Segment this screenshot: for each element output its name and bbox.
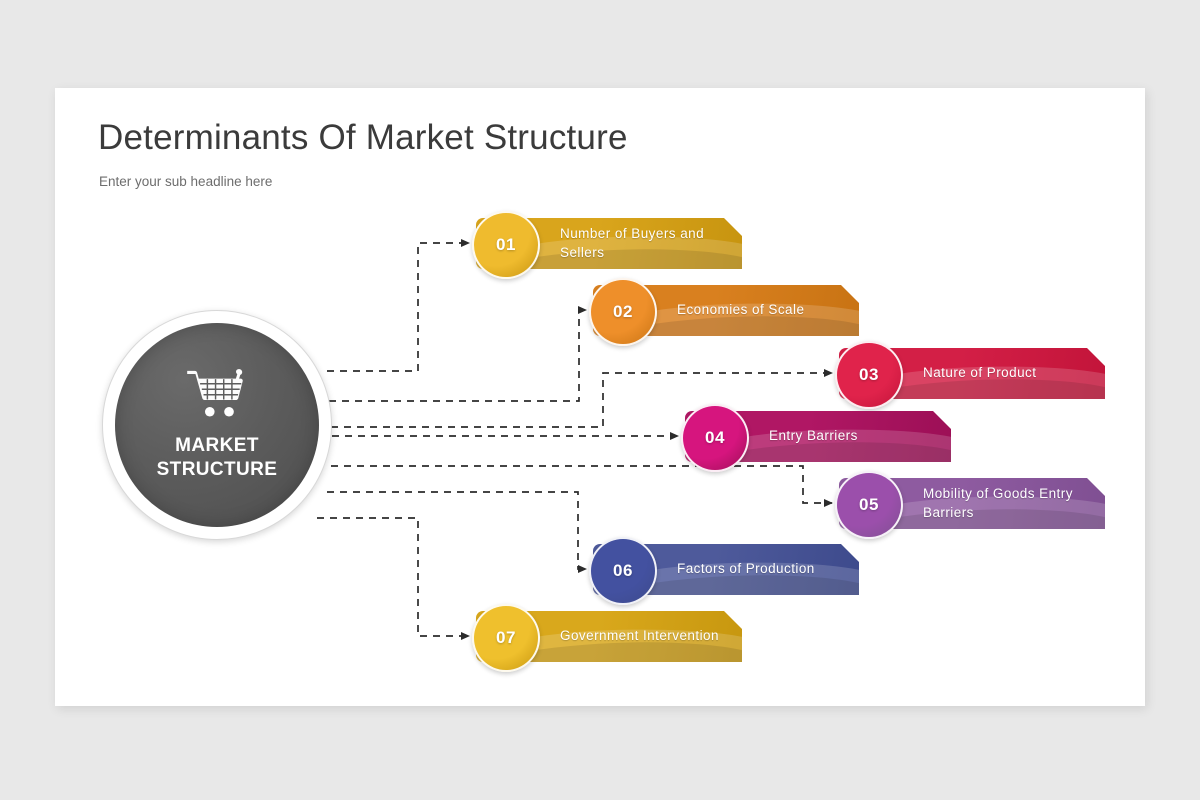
item-number-badge[interactable]: 05 [835,471,903,539]
item-label: Entry Barriers [769,428,858,444]
item-label: Economies of Scale [677,302,805,318]
item-banner-02[interactable]: Economies of Scale 02 [589,278,859,346]
connector-06 [327,491,587,573]
connector-02 [329,306,587,402]
connector-01 [327,239,470,372]
item-label: Mobility of Goods Entry Barriers [923,485,1073,520]
hub-label: MARKET STRUCTURE [157,434,278,483]
item-number-badge[interactable]: 06 [589,537,657,605]
item-number-badge[interactable]: 04 [681,404,749,472]
item-number-badge[interactable]: 07 [472,604,540,672]
connector-07 [317,517,470,640]
page-subtitle: Enter your sub headline here [99,174,273,189]
item-label: Number of Buyers and Sellers [560,225,705,260]
shopping-cart-icon [187,368,243,417]
item-number-badge[interactable]: 02 [589,278,657,346]
item-label: Nature of Product [923,365,1037,381]
hub-disc: MARKET STRUCTURE [115,323,319,527]
item-banner-03[interactable]: Nature of Product 03 [835,341,1105,409]
item-banner-07[interactable]: Government Intervention 07 [472,604,742,672]
page-title: Determinants Of Market Structure [98,118,628,157]
connector-05 [331,465,833,507]
item-banner-06[interactable]: Factors of Production 06 [589,537,859,605]
slide-canvas: Determinants Of Market Structure Enter y… [55,88,1145,706]
item-label: Factors of Production [677,561,815,577]
item-number-badge[interactable]: 03 [835,341,903,409]
item-label: Government Intervention [560,628,719,644]
item-banner-01[interactable]: Number of Buyers and Sellers 01 [472,211,742,279]
hub-label-line1: MARKET [175,434,259,456]
item-banner-04[interactable]: Entry Barriers 04 [681,404,951,472]
hub-market-structure[interactable]: MARKET STRUCTURE [102,310,332,540]
hub-label-line2: STRUCTURE [156,459,278,480]
item-banner-05[interactable]: Mobility of Goods Entry Barriers 05 [835,471,1105,539]
item-number-badge[interactable]: 01 [472,211,540,279]
